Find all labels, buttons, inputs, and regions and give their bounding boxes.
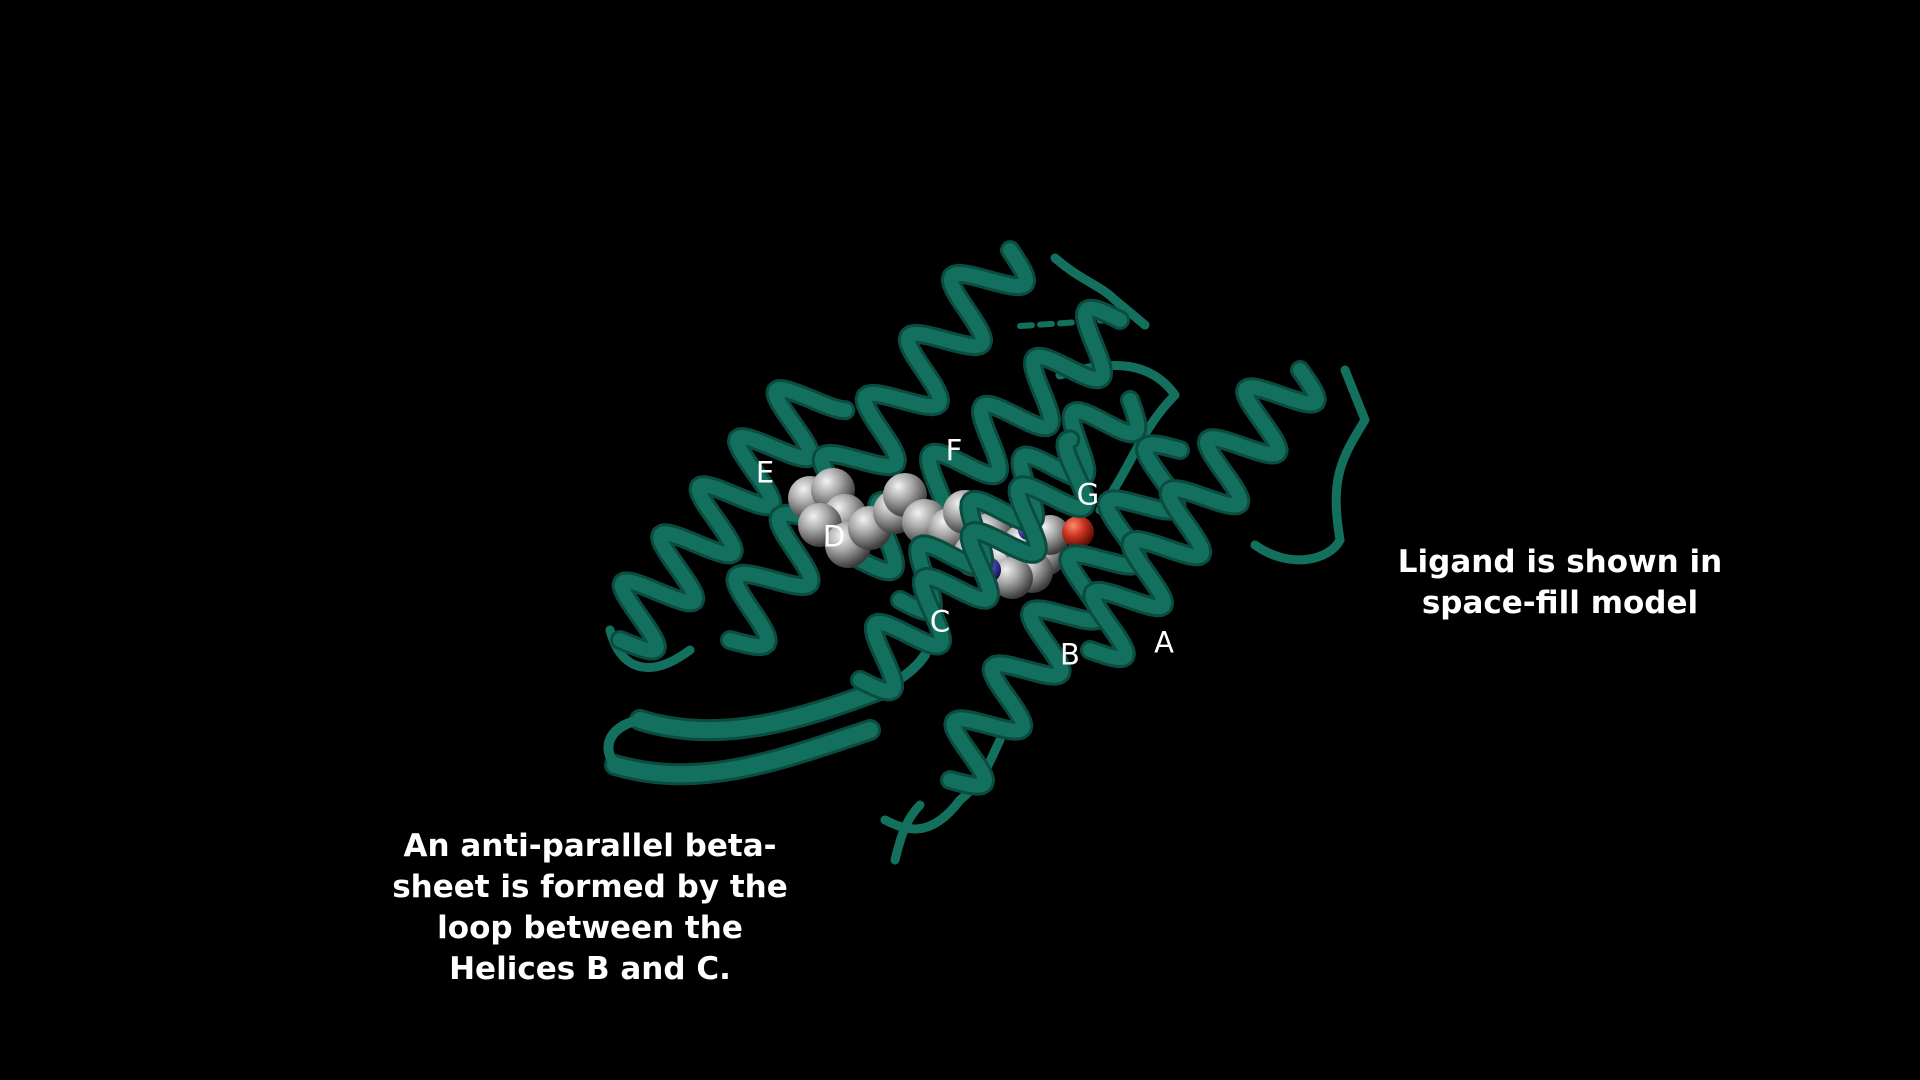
oxygen-atom xyxy=(1062,516,1094,548)
helix-d xyxy=(723,243,1034,654)
helix-a xyxy=(1083,363,1324,666)
beta-sheet-caption: An anti-parallel beta- sheet is formed b… xyxy=(392,828,788,987)
beta-strand-2 xyxy=(632,682,888,739)
helix-label-f: F xyxy=(945,433,963,468)
carbon-atom xyxy=(991,557,1033,599)
beta-strand-1 xyxy=(607,722,878,783)
protein-ribbon-front xyxy=(850,360,1327,796)
protein-ribbon-back xyxy=(603,240,1370,865)
helix-label-d: D xyxy=(822,519,846,554)
helix-label-e: E xyxy=(755,455,775,490)
helix-c xyxy=(853,432,1093,699)
loop-top-right xyxy=(1050,253,1120,305)
loop-top-tip xyxy=(1110,295,1150,330)
loop-right-lower xyxy=(1250,535,1345,565)
disordered-loop xyxy=(1017,317,1113,329)
ligand-caption: Ligand is shown in space-fill model xyxy=(1397,544,1723,621)
helix-label-g: G xyxy=(1076,477,1100,512)
loop-right-coil xyxy=(1331,365,1370,545)
helix-b xyxy=(943,437,1187,793)
helix-label-c: C xyxy=(929,604,951,639)
helix-label-a: A xyxy=(1154,625,1174,660)
beta-turn xyxy=(603,715,645,770)
helix-e xyxy=(613,382,853,658)
helix-label-b: B xyxy=(1060,637,1080,672)
loop-bottom-coil xyxy=(880,795,965,834)
loop-bottom-tail xyxy=(890,800,925,865)
